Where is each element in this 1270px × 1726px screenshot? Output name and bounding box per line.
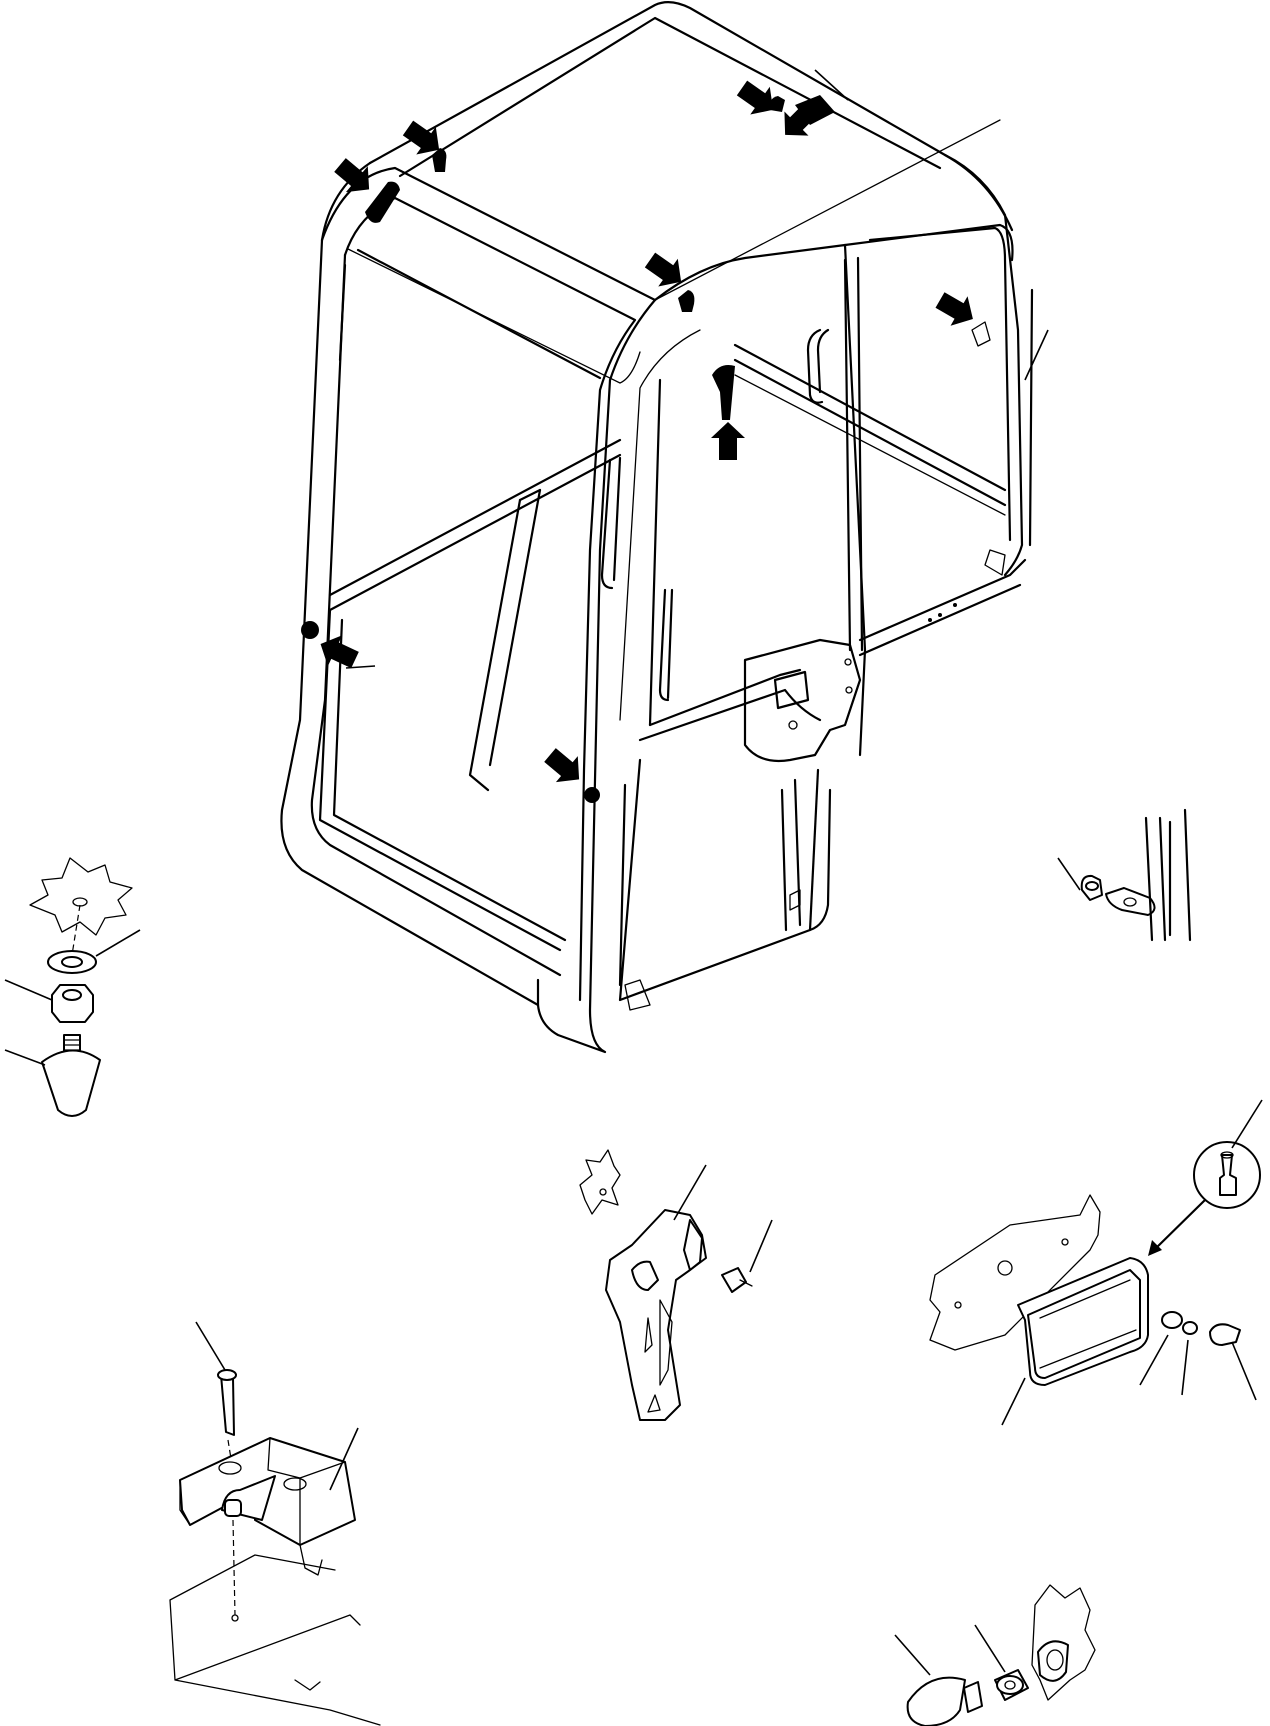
cab-frame	[280, 1, 1034, 1054]
roof-pad-marker	[795, 95, 835, 125]
bracket-marker	[971, 321, 991, 347]
cushion-marker	[301, 621, 319, 639]
arrow-icon	[736, 80, 774, 115]
rubber-bumper	[929, 1099, 1263, 1426]
arrow-icon	[544, 748, 580, 783]
roof-seal-marker	[365, 181, 400, 223]
door-catch	[579, 1149, 773, 1421]
door-catch-marker	[712, 365, 735, 420]
arrow-icon	[711, 422, 745, 460]
location-markers	[301, 80, 991, 803]
cab-mount-cone	[4, 857, 141, 1117]
roof-stop-marker-2	[678, 290, 695, 312]
door-cushion-stopper	[894, 1584, 1096, 1726]
arrow-icon	[334, 158, 370, 193]
arrow-icon	[402, 120, 440, 155]
cab-leaders	[345, 69, 1049, 669]
cushion-marker-2	[584, 787, 600, 803]
roof-stop-marker	[432, 148, 447, 172]
side-stopper	[1057, 808, 1192, 942]
roof-bumper-marker	[769, 96, 785, 112]
arrow-icon	[320, 635, 359, 669]
arrow-icon	[935, 292, 973, 326]
door-holder	[169, 1321, 381, 1726]
arrow-icon	[644, 252, 682, 287]
